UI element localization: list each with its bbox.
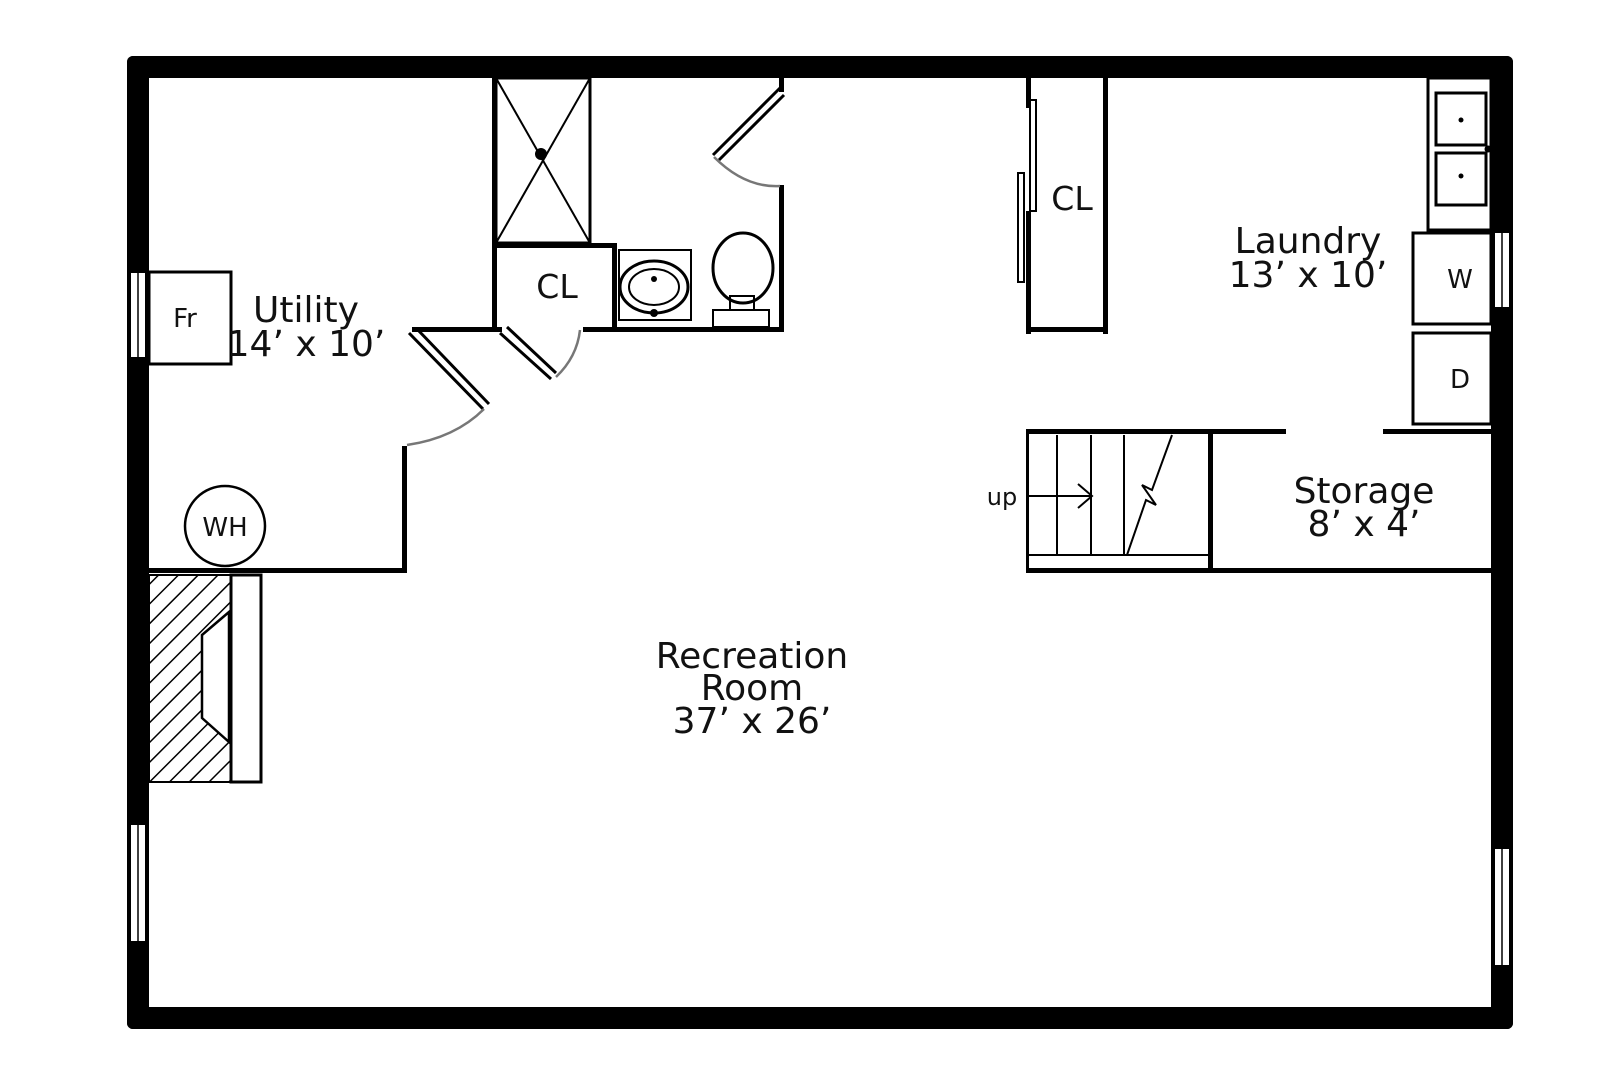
room-labels: Utility 14’ x 10’ CL CL Laundry 13’ x 10… — [173, 179, 1473, 742]
utility-room-name: Utility — [253, 290, 359, 331]
water-heater — [183, 484, 267, 568]
closet-laundry-label: CL — [1051, 179, 1093, 218]
fridge — [147, 270, 233, 366]
laundry-room-size: 13’ x 10’ — [1229, 255, 1388, 296]
bath-door[interactable] — [711, 86, 786, 188]
storage-room-name: Storage — [1294, 471, 1435, 512]
closet-door-bath[interactable] — [498, 325, 582, 381]
recreation-room-name-2: Room — [701, 668, 804, 709]
shower — [494, 76, 592, 245]
window-utility — [129, 271, 147, 359]
stairs-up-label: up — [987, 483, 1017, 511]
fireplace — [148, 573, 263, 784]
laundry-sink — [1426, 76, 1493, 232]
bath-sink — [618, 249, 692, 321]
toilet — [711, 231, 775, 328]
window-east — [1493, 847, 1511, 967]
fridge-label: Fr — [173, 304, 197, 334]
dryer — [1411, 331, 1493, 426]
laundry-closet-bifold-door[interactable] — [1017, 99, 1037, 283]
utility-door[interactable] — [406, 327, 491, 447]
storage-walls — [1026, 429, 1491, 573]
window-laundry — [1493, 231, 1511, 309]
windows — [129, 231, 1511, 967]
recreation-room-name: Recreation — [656, 636, 849, 677]
utility-room-size: 14’ x 10’ — [227, 324, 386, 365]
bath-walls — [495, 78, 784, 332]
storage-room-size: 8’ x 4’ — [1308, 504, 1421, 545]
washer — [1411, 231, 1493, 326]
washer-label: W — [1447, 265, 1473, 295]
window-west — [129, 823, 147, 943]
water-heater-label: WH — [202, 513, 247, 543]
recreation-room-size: 37’ x 26’ — [673, 701, 832, 742]
laundry-closet-walls — [1026, 78, 1108, 334]
laundry-room-name: Laundry — [1235, 221, 1382, 262]
exterior-walls — [127, 56, 1513, 1029]
stairs[interactable] — [1029, 434, 1208, 556]
closet-bath-label: CL — [536, 267, 578, 306]
dryer-label: D — [1450, 365, 1470, 395]
